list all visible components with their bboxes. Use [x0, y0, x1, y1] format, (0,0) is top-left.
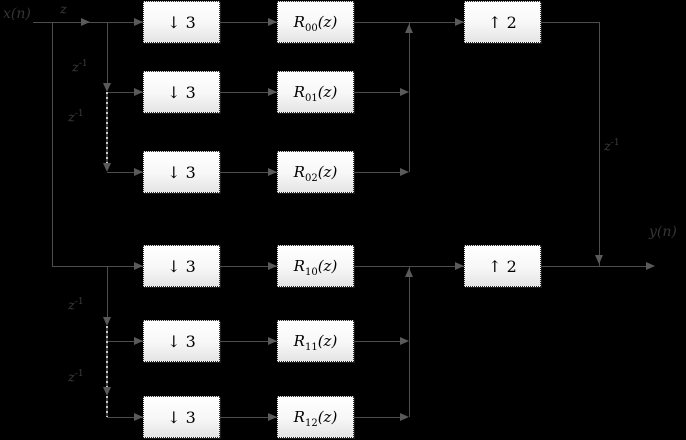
- filter-box-r01: R01(z): [277, 71, 354, 113]
- filter-label: R10(z): [293, 257, 338, 278]
- arrow-input-icon: [81, 18, 90, 26]
- downsampler-label: ↓ 3: [167, 331, 196, 351]
- arrow-into-r10-icon: [268, 262, 277, 270]
- wire-branch5: [107, 341, 143, 342]
- wire-delay-lower-b: [106, 326, 108, 388]
- wire-delay-upper-b: [106, 92, 108, 163]
- arrow-into-r11-icon: [268, 337, 277, 345]
- downsampler-label: ↓ 3: [167, 407, 196, 427]
- upsampler-label: ↑ 2: [488, 256, 517, 276]
- delay-label-lower-2: z-1: [68, 369, 84, 386]
- arrow-delay-upper1-icon: [103, 83, 111, 92]
- filter-label: R12(z): [293, 408, 338, 429]
- arrow-into-r00-icon: [268, 18, 277, 26]
- arrow-into-r01-icon: [268, 88, 277, 96]
- arrow-bus-upper-up-icon: [405, 24, 413, 33]
- filter-label: R11(z): [293, 332, 338, 353]
- arrow-recombine-down-icon: [595, 255, 603, 264]
- arrow-into-r12-icon: [268, 413, 277, 421]
- arrow-into-r02-icon: [268, 168, 277, 176]
- arrow-into-ds6-icon: [134, 413, 143, 421]
- filter-box-r02: R02(z): [277, 151, 354, 193]
- arrow-into-us1-icon: [455, 18, 464, 26]
- arrow-delay-lower1-icon: [103, 317, 111, 326]
- wire-ds3-to-r02: [220, 172, 277, 173]
- downsampler-box-6: ↓ 3: [143, 396, 220, 438]
- filter-label: R00(z): [293, 13, 338, 34]
- downsampler-label: ↓ 3: [167, 82, 196, 102]
- wire-r01-to-bus: [354, 92, 407, 93]
- delay-label-top: z: [60, 2, 67, 18]
- wire-r12-to-bus: [354, 417, 407, 418]
- wire-delay-lower-a: [107, 266, 108, 318]
- delay-label-upper-1: z-1: [72, 59, 88, 76]
- filter-box-r12: R12(z): [277, 396, 354, 438]
- arrow-delay-upper2-icon: [103, 163, 111, 172]
- wire-r02-to-bus: [354, 172, 407, 173]
- wire-ds6-to-r12: [220, 417, 277, 418]
- wire-branch3: [107, 172, 143, 173]
- upsampler-label: ↑ 2: [488, 12, 517, 32]
- arrow-r02-bus-icon: [400, 168, 409, 176]
- arrow-into-ds3-icon: [134, 168, 143, 176]
- downsampler-box-4: ↓ 3: [143, 245, 220, 287]
- wire-delay-upper-a: [107, 22, 108, 84]
- downsampler-label: ↓ 3: [167, 162, 196, 182]
- arrow-r12-bus-icon: [400, 413, 409, 421]
- downsampler-box-1: ↓ 3: [143, 1, 220, 43]
- arrow-bus-lower-up-icon: [405, 268, 413, 277]
- wire-branch2: [107, 92, 143, 93]
- output-signal-label: y(n): [649, 224, 677, 240]
- input-signal-label: x(n): [3, 6, 31, 22]
- filter-box-r10: R10(z): [277, 245, 354, 287]
- delay-label-right: z-1: [604, 138, 620, 155]
- filter-label: R01(z): [293, 83, 338, 104]
- arrow-r01-bus-icon: [400, 88, 409, 96]
- upsampler-box-1: ↑ 2: [464, 1, 541, 43]
- filter-box-r11: R11(z): [277, 320, 354, 362]
- downsampler-label: ↓ 3: [167, 12, 196, 32]
- wire-output: [541, 266, 653, 267]
- wire-bus-upper: [409, 22, 410, 172]
- wire-branch4: [52, 266, 143, 267]
- wire-recombine-delay: [599, 22, 600, 266]
- wire-ds1-to-r00: [220, 22, 277, 23]
- wire-r11-to-bus: [354, 341, 407, 342]
- delay-label-upper-2: z-1: [68, 109, 84, 126]
- arrow-delay-lower2-icon: [103, 387, 111, 396]
- downsampler-label: ↓ 3: [167, 256, 196, 276]
- arrow-output-icon: [646, 262, 655, 270]
- upsampler-box-2: ↑ 2: [464, 245, 541, 287]
- arrow-r11-bus-icon: [400, 337, 409, 345]
- wire-branch6: [107, 417, 143, 418]
- arrow-into-ds5-icon: [134, 337, 143, 345]
- downsampler-box-2: ↓ 3: [143, 71, 220, 113]
- filter-box-r00: R00(z): [277, 1, 354, 43]
- arrow-into-ds4-icon: [134, 262, 143, 270]
- wire-ds2-to-r01: [220, 92, 277, 93]
- arrow-into-us2-icon: [455, 262, 464, 270]
- wire-delay-lower-c: [106, 396, 108, 417]
- delay-label-lower-1: z-1: [68, 297, 84, 314]
- arrow-into-ds1-icon: [134, 18, 143, 26]
- downsampler-box-5: ↓ 3: [143, 320, 220, 362]
- downsampler-box-3: ↓ 3: [143, 151, 220, 193]
- wire-bus-lower: [409, 266, 410, 417]
- wire-split-main: [52, 22, 53, 266]
- filter-label: R02(z): [293, 163, 338, 184]
- wire-ds5-to-r11: [220, 341, 277, 342]
- wire-us1-out: [541, 22, 599, 23]
- wire-ds4-to-r10: [220, 266, 277, 267]
- arrow-into-ds2-icon: [134, 88, 143, 96]
